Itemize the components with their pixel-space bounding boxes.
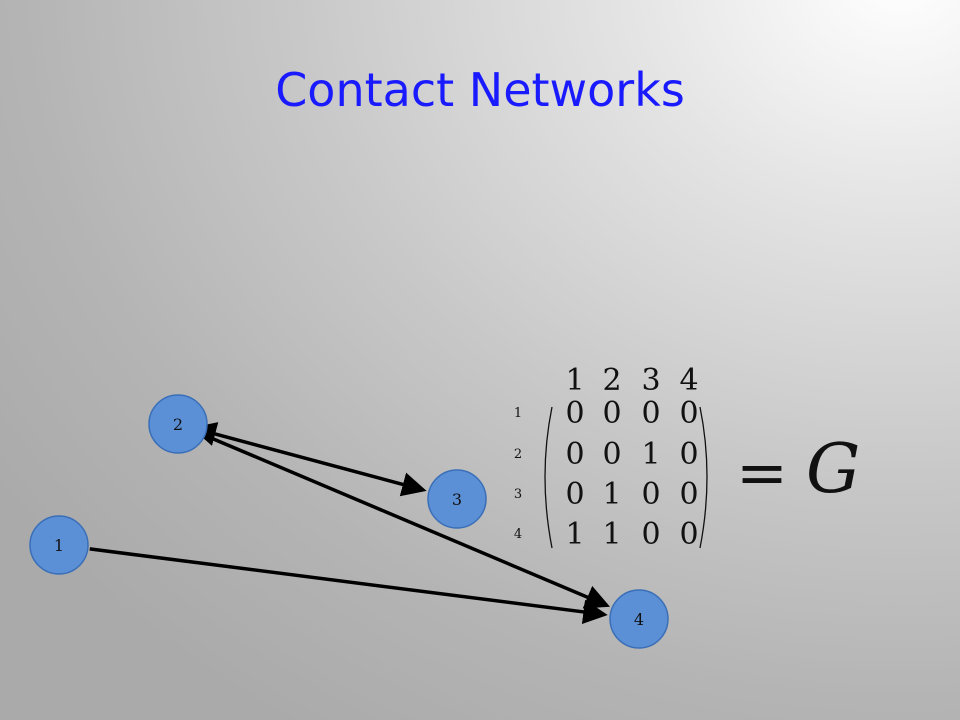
edge-1-4: [89, 547, 608, 625]
equals-sign: =: [736, 436, 788, 509]
matrix-column-label: 2: [602, 363, 621, 398]
matrix-cell: 1: [602, 477, 621, 512]
matrix-cell: 1: [565, 517, 584, 552]
matrix-column-label: 4: [679, 363, 698, 398]
matrix-column-label: 1: [565, 363, 584, 398]
matrix-column-label: 3: [641, 363, 660, 398]
matrix-cell: 0: [679, 477, 698, 512]
matrix-right-bracket: [699, 406, 708, 549]
matrix-cell: 0: [602, 437, 621, 472]
node-1: 1: [29, 515, 89, 575]
matrix-cell: 0: [641, 517, 660, 552]
matrix-cell: 0: [679, 396, 698, 431]
matrix-symbol-G: G: [806, 430, 860, 509]
matrix-cell: 0: [641, 396, 660, 431]
matrix-row-label: 1: [514, 406, 522, 421]
matrix-cell: 0: [679, 437, 698, 472]
slide-title: Contact Networks: [275, 63, 685, 117]
matrix-left-bracket: [544, 406, 553, 549]
matrix-row-labels: 1 2 3 4: [514, 406, 522, 542]
edges-layer: [89, 422, 610, 625]
matrix-cell: 0: [602, 396, 621, 431]
node-label: 1: [54, 536, 64, 555]
node-label: 2: [173, 415, 183, 434]
node-label: 4: [634, 610, 644, 629]
matrix-cell: 1: [641, 437, 660, 472]
nodes-layer: 1 2 3 4: [29, 394, 669, 649]
node-circle: [29, 515, 89, 575]
node-4: 4: [609, 589, 669, 649]
matrix-row-label: 2: [514, 447, 522, 462]
edge-2-4: [205, 434, 610, 609]
matrix-row-label: 4: [514, 527, 522, 542]
node-circle: [148, 394, 208, 454]
node-3: 3: [427, 469, 487, 529]
matrix-row-label: 3: [514, 487, 522, 502]
node-2: 2: [148, 394, 208, 454]
matrix-cell: 0: [565, 437, 584, 472]
matrix-cell: 1: [602, 517, 621, 552]
matrix-cell: 0: [641, 477, 660, 512]
node-label: 3: [452, 490, 462, 509]
matrix-cell: 0: [679, 517, 698, 552]
edge-2-3: [191, 422, 427, 497]
node-circle: [427, 469, 487, 529]
node-circle: [609, 589, 669, 649]
matrix-cell: 0: [565, 396, 584, 431]
matrix-cell: 0: [565, 477, 584, 512]
